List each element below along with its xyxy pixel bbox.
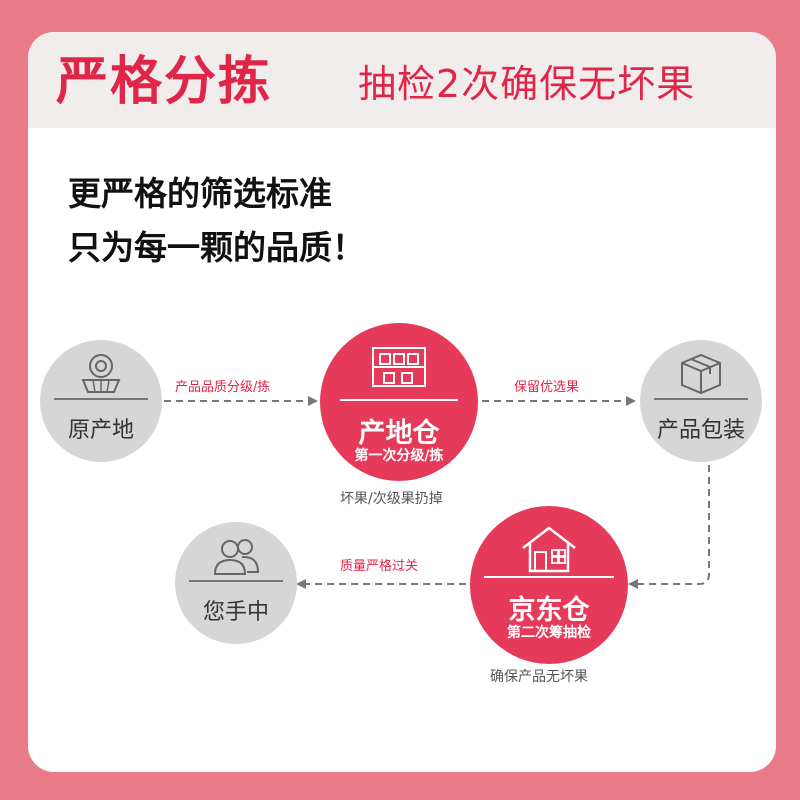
- page-subtitle: 抽检2次确保无坏果: [358, 62, 696, 106]
- note-origin-warehouse: 坏果/次级果扔掉: [340, 491, 443, 507]
- node-origin-label: 原产地: [67, 418, 134, 443]
- warehouse-shelves-icon: [372, 347, 426, 387]
- node-rule: [340, 399, 458, 401]
- page-title: 严格分拣: [56, 52, 273, 112]
- node-rule: [654, 398, 748, 400]
- node-packaging-label: 产品包装: [656, 418, 745, 443]
- node-rule: [54, 398, 148, 400]
- node-rule: [484, 576, 614, 578]
- node-origin-warehouse-sublabel: 第一次分级/拣: [354, 448, 444, 464]
- node-jd-warehouse-label: 京东仓: [508, 595, 590, 626]
- node-customer: 您手中: [175, 522, 297, 644]
- edge-label-jd-to-customer: 质量严格过关: [340, 559, 419, 574]
- edge-label-origin-to-warehouse: 产品品质分级/拣: [175, 380, 271, 395]
- fruit-basket-icon: [81, 354, 121, 393]
- package-box-icon: [681, 353, 721, 395]
- slogan-line-1: 更严格的筛选标准: [68, 174, 332, 213]
- node-customer-label: 您手中: [202, 600, 269, 625]
- users-icon: [213, 539, 260, 575]
- note-jd-warehouse: 确保产品无坏果: [490, 669, 588, 685]
- node-jd-warehouse-sublabel: 第二次筹抽检: [507, 625, 591, 641]
- node-jd-warehouse: 京东仓 第二次筹抽检: [470, 506, 628, 664]
- node-rule: [189, 580, 283, 582]
- header-band: 严格分拣 抽检2次确保无坏果: [28, 32, 776, 128]
- node-origin: 原产地: [40, 340, 162, 462]
- slogan-line-2: 只为每一颗的品质！: [68, 228, 365, 267]
- node-origin-warehouse-label: 产地仓: [358, 418, 440, 449]
- house-icon: [522, 526, 576, 573]
- node-origin-warehouse: 产地仓 第一次分级/拣: [320, 323, 478, 481]
- node-packaging: 产品包装: [640, 340, 762, 462]
- edge-label-warehouse-to-packaging: 保留优选果: [514, 380, 580, 395]
